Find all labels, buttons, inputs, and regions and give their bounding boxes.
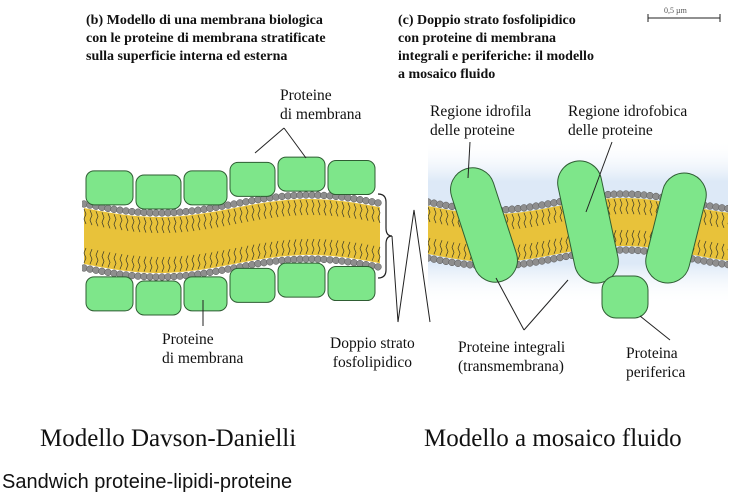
caption-fluid-mosaic: Modello a mosaico fluido	[424, 425, 682, 452]
label-top-proteins: Proteine di membrana	[280, 87, 362, 123]
label-bottom-proteins: Proteine di membrana	[162, 331, 244, 367]
bottom-protein-layer	[85, 262, 376, 316]
label-peripheral-protein: Proteina periferica	[626, 345, 686, 381]
peripheral-protein	[601, 275, 649, 319]
label-hydrophobic-region: Regione idrofobica delle proteine	[568, 103, 688, 139]
panel-c-heading: (c) Doppio strato fosfolipidico con prot…	[398, 13, 594, 82]
integral-protein-2	[557, 160, 619, 284]
label-integral-proteins: Proteine integrali (transmembrana)	[458, 339, 566, 375]
caption-subtitle: Sandwich proteine-lipidi-proteine	[2, 471, 293, 493]
integral-proteins	[450, 160, 707, 284]
integral-protein-1	[450, 167, 518, 283]
label-hydrophilic-region: Regione idrofila delle proteine	[430, 103, 532, 139]
leader-lines	[202, 14, 721, 341]
caption-davson-danielli: Modello Davson-Danielli	[40, 425, 297, 452]
top-protein-layer	[85, 156, 376, 210]
scale-bar-label: 0,5 µm	[664, 6, 687, 15]
davson-danielli-bilayer	[82, 191, 382, 281]
integral-protein-3	[645, 172, 707, 284]
label-bilayer: Doppio strato fosfolipidico	[330, 335, 415, 371]
panel-b-heading: (b) Modello di una membrana biologica co…	[86, 13, 326, 64]
